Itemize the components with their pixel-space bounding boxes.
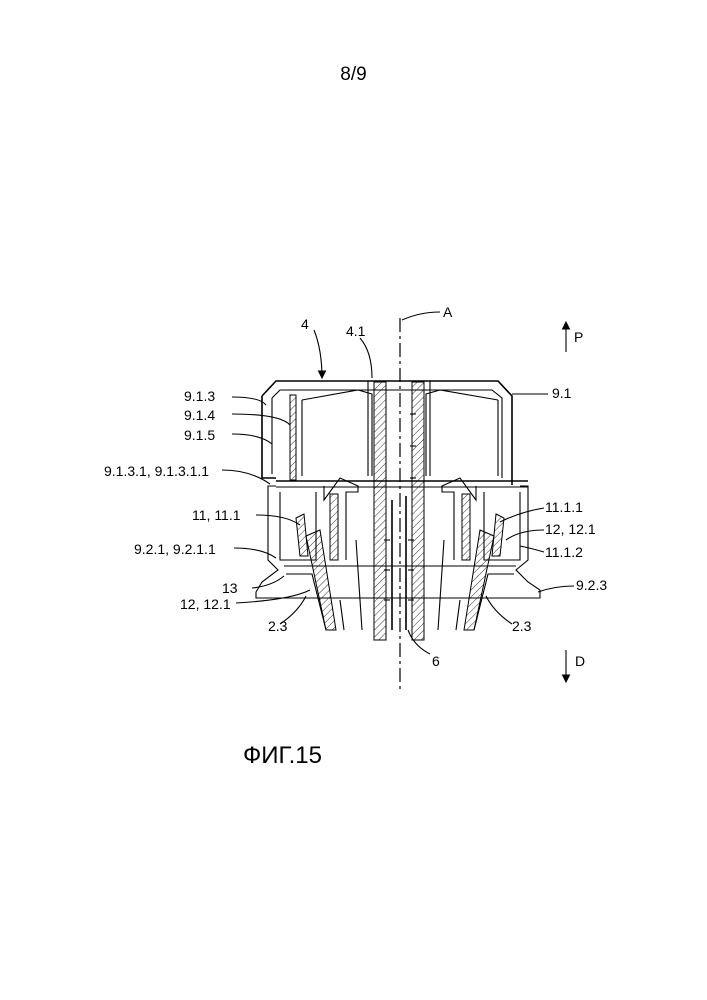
label-9-2-3: 9.2.3: [576, 577, 607, 593]
label-13: 13: [222, 580, 238, 596]
label-9-1-5: 9.1.5: [184, 427, 215, 443]
label-2-3-left: 2.3: [268, 618, 288, 634]
figure-caption: ФИГ.15: [243, 742, 322, 770]
label-4: 4: [301, 316, 309, 332]
label-9-1: 9.1: [552, 385, 572, 401]
label-2-3-right: 2.3: [512, 618, 532, 634]
label-12-12-1-right: 12, 12.1: [545, 521, 596, 537]
label-9-1-3-1: 9.1.3.1, 9.1.3.1.1: [104, 463, 209, 479]
label-4-1: 4.1: [346, 323, 366, 339]
label-9-1-4: 9.1.4: [184, 407, 215, 423]
label-axis-a: A: [443, 304, 453, 320]
label-12-12-1-left: 12, 12.1: [180, 596, 231, 612]
label-6: 6: [432, 653, 440, 669]
label-11-1-1: 11.1.1: [545, 499, 583, 515]
label-11-11-1: 11, 11.1: [192, 507, 241, 523]
label-direction-d: D: [575, 653, 585, 669]
label-9-2-1: 9.2.1, 9.2.1.1: [134, 541, 216, 557]
leader-lines: [222, 330, 574, 654]
label-11-1-2: 11.1.2: [545, 544, 583, 560]
label-9-1-3: 9.1.3: [184, 388, 215, 404]
label-direction-p: P: [574, 329, 583, 345]
